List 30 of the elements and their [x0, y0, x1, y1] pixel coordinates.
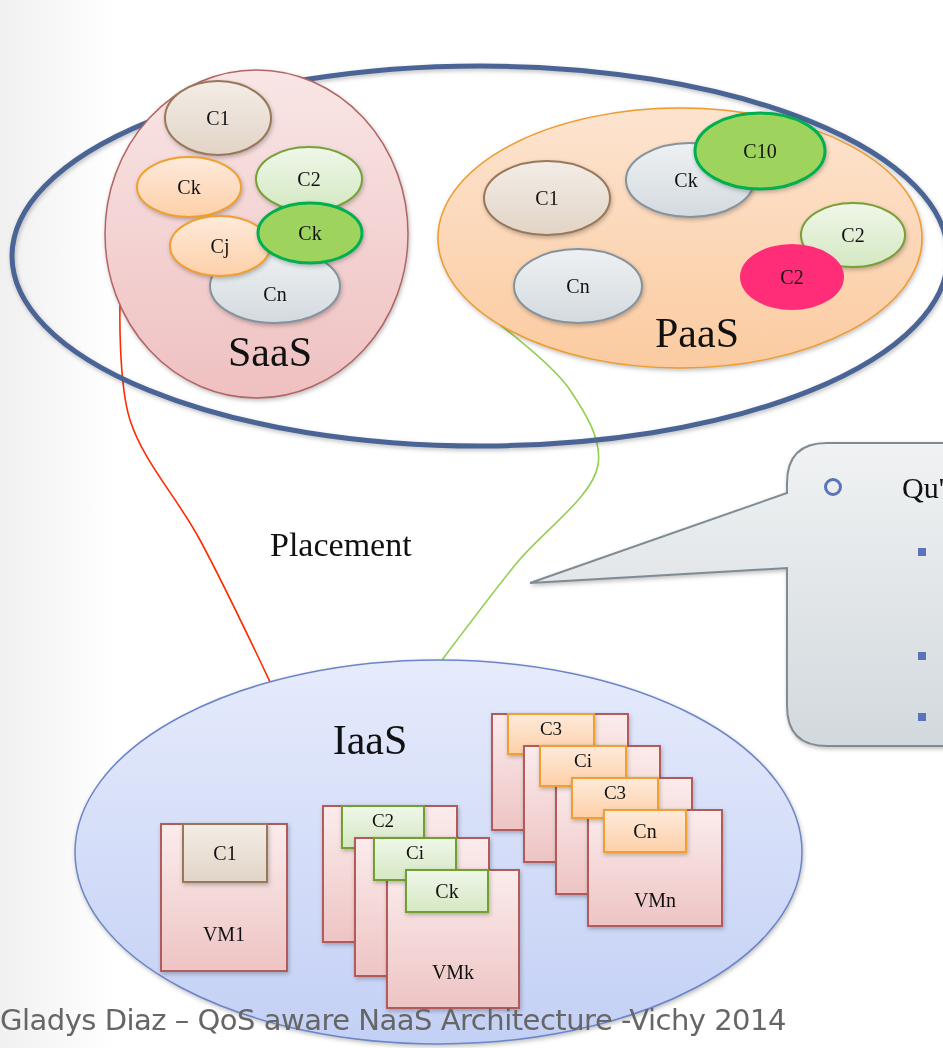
node-label: VMk — [431, 962, 475, 982]
node-label: Ci — [406, 842, 424, 862]
node-label: C2 — [371, 810, 395, 830]
connector-line — [441, 324, 600, 661]
node-label: Ck — [177, 177, 201, 197]
node-label: Ck — [674, 170, 698, 190]
node-label: Cn — [633, 821, 657, 841]
node-label: VMn — [633, 890, 677, 910]
node-label: C2 — [841, 225, 865, 245]
node-label: Cn — [263, 284, 287, 304]
node-label: C1 — [535, 188, 559, 208]
callout-text: Qu' — [902, 473, 943, 503]
node-label: Ck — [298, 223, 322, 243]
node-label: Ck — [435, 881, 459, 901]
node-label: Cn — [566, 276, 590, 296]
node-label: VM1 — [202, 924, 246, 944]
node-label: IaaS — [332, 719, 408, 761]
annotation-text: Placement — [270, 528, 412, 562]
node-label: Ci — [574, 750, 592, 770]
node-label: C2 — [780, 267, 804, 287]
node-label: C10 — [743, 141, 777, 161]
node-label: C1 — [213, 843, 237, 863]
node-label: C1 — [206, 108, 230, 128]
node-label: C2 — [297, 169, 321, 189]
node-label: C3 — [539, 718, 563, 738]
footer-caption: Gladys Diaz – QoS aware NaaS Architecture -Vichy 2014 — [0, 1006, 786, 1035]
node-label: PaaS — [655, 312, 739, 354]
node-label: C3 — [603, 782, 627, 802]
node-label: Cj — [210, 236, 230, 256]
node-label: SaaS — [228, 331, 312, 373]
